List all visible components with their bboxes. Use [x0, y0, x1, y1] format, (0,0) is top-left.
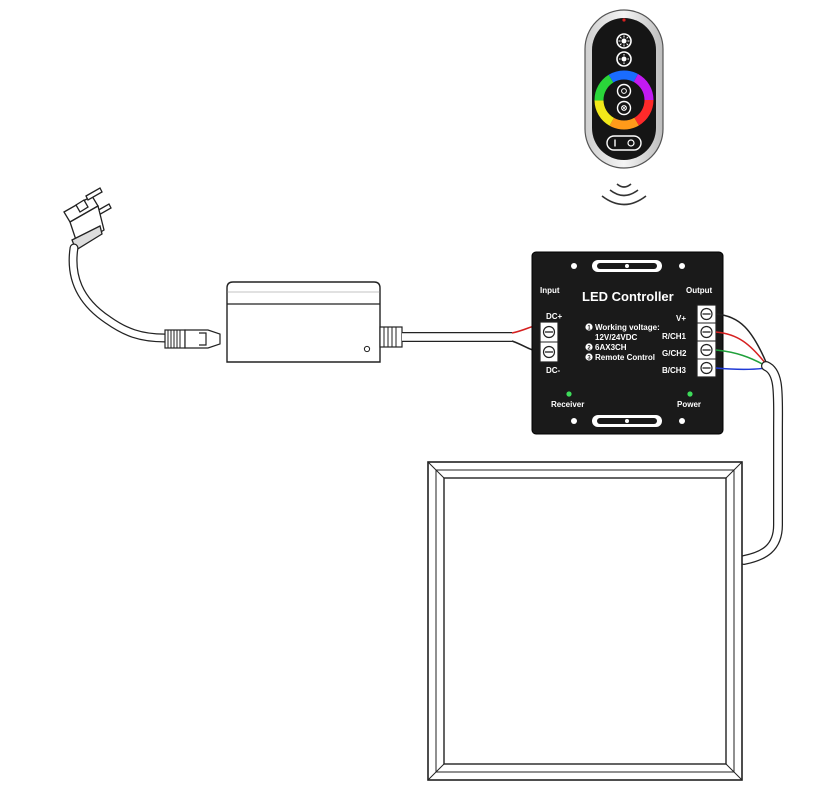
panel-cable — [739, 361, 784, 565]
dc-plus-label: DC+ — [546, 312, 563, 321]
output-ch3-label: B/CH3 — [662, 366, 687, 375]
spec-bullet-1: 1 — [587, 326, 591, 332]
spec-bullet-2: 2 — [587, 346, 591, 352]
input-terminal-block — [539, 321, 559, 363]
output-terminal-block — [696, 304, 717, 378]
output-wires — [715, 313, 767, 371]
controller-title: LED Controller — [582, 289, 674, 304]
brightness-down-icon — [616, 51, 632, 67]
power-switch-icon — [606, 135, 642, 151]
input-label: Input — [540, 286, 560, 295]
mode-icon — [616, 100, 632, 116]
power-led — [687, 391, 693, 397]
spec-current: 6AX3CH — [595, 343, 627, 352]
dc-minus-label: DC- — [546, 366, 561, 375]
spec-bullet-3: 3 — [587, 356, 591, 362]
spec-remote-control: Remote Control — [595, 353, 655, 362]
receiver-label: Receiver — [551, 400, 584, 409]
wireless-signal-icon — [601, 183, 647, 206]
output-label: Output — [686, 286, 713, 295]
led-panel — [427, 461, 743, 781]
spec-voltage-value: 12V/24VDC — [595, 333, 637, 342]
led-controller: Input Output LED Controller DC+ DC- 1 Wo… — [531, 251, 724, 435]
speed-icon — [616, 83, 632, 99]
output-v-plus-label: V+ — [676, 314, 686, 323]
output-ch2-label: G/CH2 — [662, 349, 687, 358]
power-plug-icon — [63, 187, 112, 251]
power-label: Power — [677, 400, 701, 409]
spec-working-voltage: Working voltage: — [595, 323, 660, 332]
output-ch1-label: R/CH1 — [662, 332, 687, 341]
rf-remote-control — [584, 9, 664, 169]
color-wheel-icon — [594, 70, 654, 130]
spec-list: 1 Working voltage: 12V/24VDC 2 6AX3CH 3 … — [585, 323, 660, 362]
brightness-up-icon — [616, 33, 632, 49]
receiver-led — [566, 391, 572, 397]
power-adapter — [164, 281, 403, 363]
